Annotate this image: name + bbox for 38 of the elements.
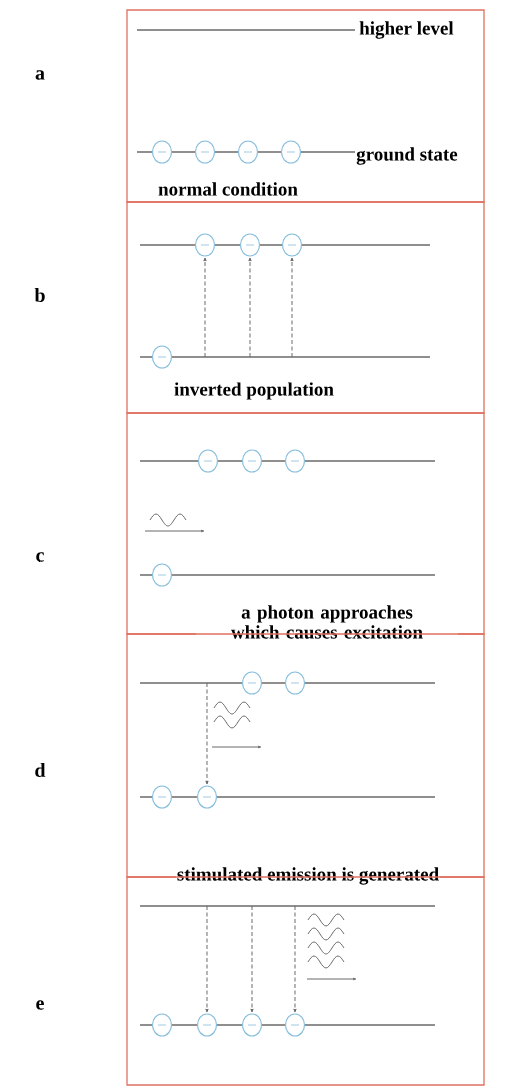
electron-circle: [151, 563, 173, 587]
electron-circle: [237, 140, 259, 164]
electron-circle: [197, 449, 219, 473]
electron-circle: [284, 449, 306, 473]
panel-letter: d: [35, 762, 46, 777]
electron-circle: [196, 1013, 218, 1037]
electron-circle: [239, 233, 261, 257]
state-label: higher level: [358, 20, 455, 40]
transition-arrow: [248, 257, 252, 358]
transition-arrow: [250, 905, 254, 1013]
transition-arrow: [205, 682, 209, 785]
state-label: normal condition: [157, 181, 299, 197]
electron-circle: [151, 140, 173, 164]
electron-circle: [151, 785, 173, 809]
panel-letter: b: [34, 287, 45, 303]
state-label: inverted population: [173, 381, 335, 401]
electron-circle: [196, 785, 218, 809]
transition-arrow: [293, 905, 297, 1013]
state-label: a photon approaches which causes excitation: [196, 604, 458, 640]
electron-circle: [241, 449, 263, 473]
state-label: stimulated emission is generated: [175, 866, 441, 886]
electron-circle: [151, 1013, 173, 1037]
transition-arrow: [205, 905, 209, 1013]
transition-arrow: [203, 257, 207, 358]
electron-circle: [281, 233, 303, 257]
electron-circle: [241, 1013, 263, 1037]
state-label: ground state: [355, 146, 459, 166]
electron-circle: [280, 140, 302, 164]
electron-circle: [151, 345, 173, 369]
electron-circle: [194, 233, 216, 257]
panel-letter: c: [36, 552, 44, 562]
panel-letter: a: [35, 70, 45, 80]
electron-circle: [194, 140, 216, 164]
transition-arrow: [290, 257, 294, 358]
panel-letter: e: [36, 1000, 44, 1010]
electron-circle: [284, 1013, 306, 1037]
electron-circle: [284, 671, 306, 695]
electron-circle: [241, 671, 263, 695]
